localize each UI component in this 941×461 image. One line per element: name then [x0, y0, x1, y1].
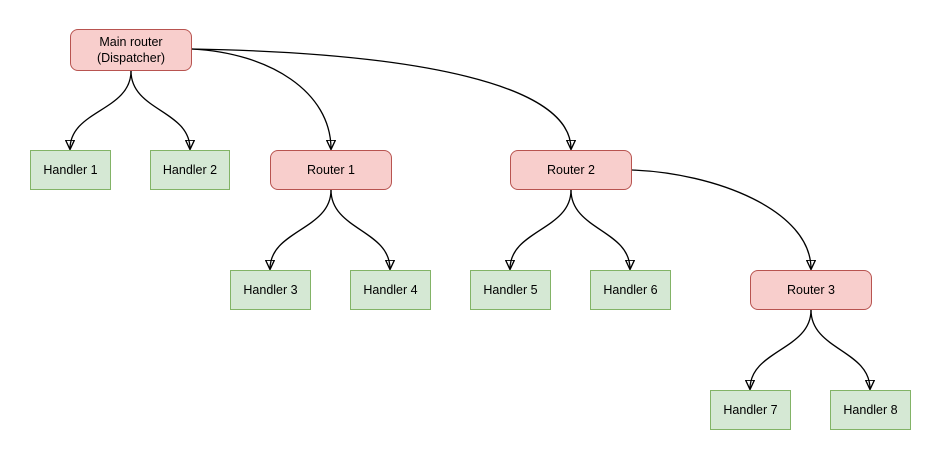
- node-main-router: Main router (Dispatcher): [70, 29, 192, 71]
- node-handler-7: Handler 7: [710, 390, 791, 430]
- node-router-3-label: Router 3: [787, 282, 835, 297]
- node-handler-1: Handler 1: [30, 150, 111, 190]
- node-router-1-label: Router 1: [307, 162, 355, 177]
- node-main-router-label-line1: Main router: [99, 34, 163, 49]
- edge-router-1-to-handler-3: [270, 189, 332, 269]
- node-handler-1-label: Handler 1: [43, 162, 98, 177]
- node-handler-8: Handler 8: [830, 390, 911, 430]
- node-handler-5-label: Handler 5: [483, 282, 538, 297]
- node-handler-7-label: Handler 7: [723, 402, 778, 417]
- edge-router-3-to-handler-7: [750, 309, 812, 389]
- node-handler-5: Handler 5: [470, 270, 551, 310]
- node-handler-8-label: Handler 8: [843, 402, 898, 417]
- node-handler-3-label: Handler 3: [243, 282, 298, 297]
- edge-router-3-to-handler-8: [810, 309, 870, 389]
- edge-main-router-to-handler-1: [70, 70, 132, 149]
- edge-main-router-to-handler-2: [130, 70, 190, 149]
- edge-router-2-to-handler-5: [510, 189, 572, 269]
- node-handler-6-label: Handler 6: [603, 282, 658, 297]
- node-main-router-label-line2: (Dispatcher): [96, 51, 166, 65]
- node-handler-3: Handler 3: [230, 270, 311, 310]
- node-handler-6: Handler 6: [590, 270, 671, 310]
- node-handler-4-label: Handler 4: [363, 282, 418, 297]
- edge-router-1-to-handler-4: [330, 189, 390, 269]
- node-router-2: Router 2: [510, 150, 632, 190]
- node-router-2-label: Router 2: [547, 162, 595, 177]
- node-router-1: Router 1: [270, 150, 392, 190]
- edge-main-router-to-router-1: [191, 48, 331, 149]
- node-handler-2-label: Handler 2: [162, 162, 218, 177]
- edge-main-router-to-router-2: [191, 48, 571, 149]
- node-router-3: Router 3: [750, 270, 872, 310]
- node-handler-2: Handler 2: [150, 150, 230, 190]
- edge-router-2-to-router-3: [631, 169, 811, 269]
- node-handler-4: Handler 4: [350, 270, 431, 310]
- edge-router-2-to-handler-6: [570, 189, 630, 269]
